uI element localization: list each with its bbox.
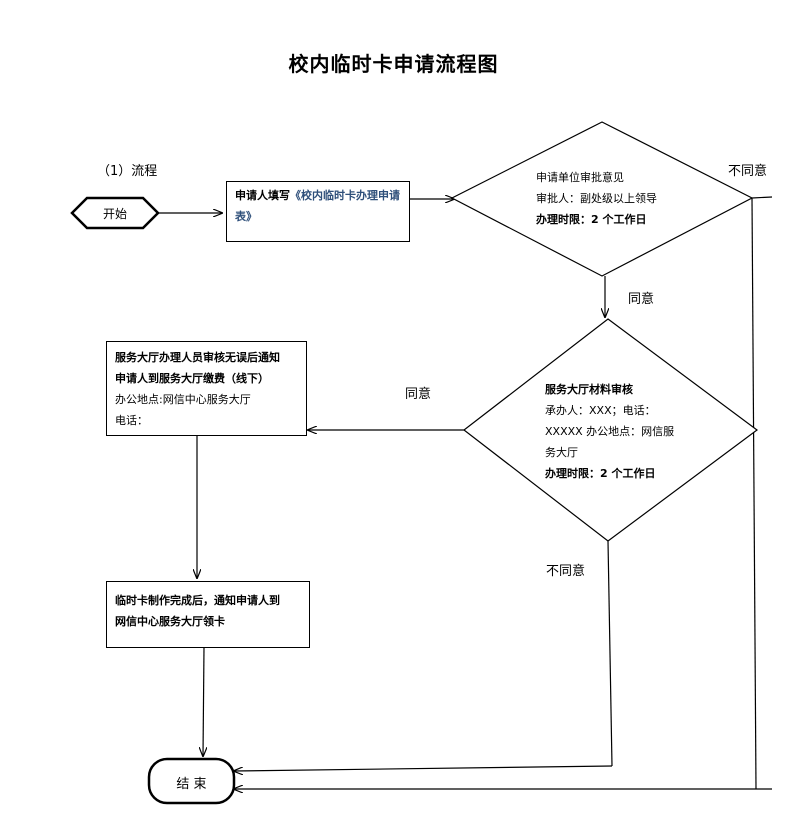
payment-line2: 申请人到服务大厅缴费（线下） bbox=[115, 372, 269, 385]
label-approval-disagree: 不同意 bbox=[728, 164, 768, 179]
approval-title: 申请单位审批意见 bbox=[536, 171, 624, 184]
line-approval-disagree-out bbox=[751, 196, 773, 199]
apply-form-link[interactable]: 《校内临时卡办理申请表》 bbox=[235, 189, 400, 223]
pickup-line1: 临时卡制作完成后，通知申请人到 bbox=[115, 594, 280, 607]
approval-approver: 审批人：副处级以上领导 bbox=[536, 192, 657, 205]
end-label: 结 束 bbox=[176, 777, 207, 792]
approval-decision-diamond bbox=[450, 121, 754, 277]
payment-phone: 电话： bbox=[115, 414, 148, 427]
payment-notice-box: 服务大厅办理人员审核无误后通知 申请人到服务大厅缴费（线下） 办公地点:网信中心… bbox=[106, 341, 307, 436]
review-time-limit: 办理时限：2 个工作日 bbox=[545, 467, 656, 480]
review-handler: 承办人：XXX；电话： bbox=[545, 404, 656, 417]
label-review-disagree: 不同意 bbox=[546, 564, 586, 579]
pickup-line2: 网信中心服务大厅领卡 bbox=[115, 615, 225, 628]
approval-decision-text: 申请单位审批意见 审批人：副处级以上领导 办理时限：2 个工作日 bbox=[536, 167, 716, 230]
payment-line1: 服务大厅办理人员审核无误后通知 bbox=[115, 351, 280, 364]
apply-form-box: 申请人填写《校内临时卡办理申请表》 bbox=[226, 181, 410, 242]
approval-time-limit: 办理时限：2 个工作日 bbox=[536, 213, 647, 226]
section-label: （1）流程 bbox=[97, 164, 158, 179]
payment-office: 办公地点:网信中心服务大厅 bbox=[115, 393, 251, 406]
page-title: 校内临时卡申请流程图 bbox=[288, 52, 499, 76]
line-review-disagree bbox=[607, 540, 613, 767]
label-review-agree: 同意 bbox=[405, 387, 432, 402]
start-label: 开始 bbox=[102, 207, 127, 221]
apply-prefix: 申请人填写 bbox=[235, 189, 290, 202]
review-title: 服务大厅材料审核 bbox=[545, 383, 633, 396]
arrow-review-disagree-to-end bbox=[234, 765, 613, 771]
review-decision-text: 服务大厅材料审核 承办人：XXX；电话： XXXXX 办公地点：网信服 务大厅 … bbox=[545, 379, 715, 484]
arrow-card-to-end bbox=[203, 646, 204, 756]
line-right-rail bbox=[751, 197, 757, 790]
label-approval-agree: 同意 bbox=[628, 292, 655, 307]
card-pickup-box: 临时卡制作完成后，通知申请人到 网信中心服务大厅领卡 bbox=[106, 581, 310, 648]
end-terminator bbox=[147, 757, 236, 805]
review-office-cont: 务大厅 bbox=[545, 446, 578, 459]
review-office: XXXXX 办公地点：网信服 bbox=[545, 425, 675, 438]
